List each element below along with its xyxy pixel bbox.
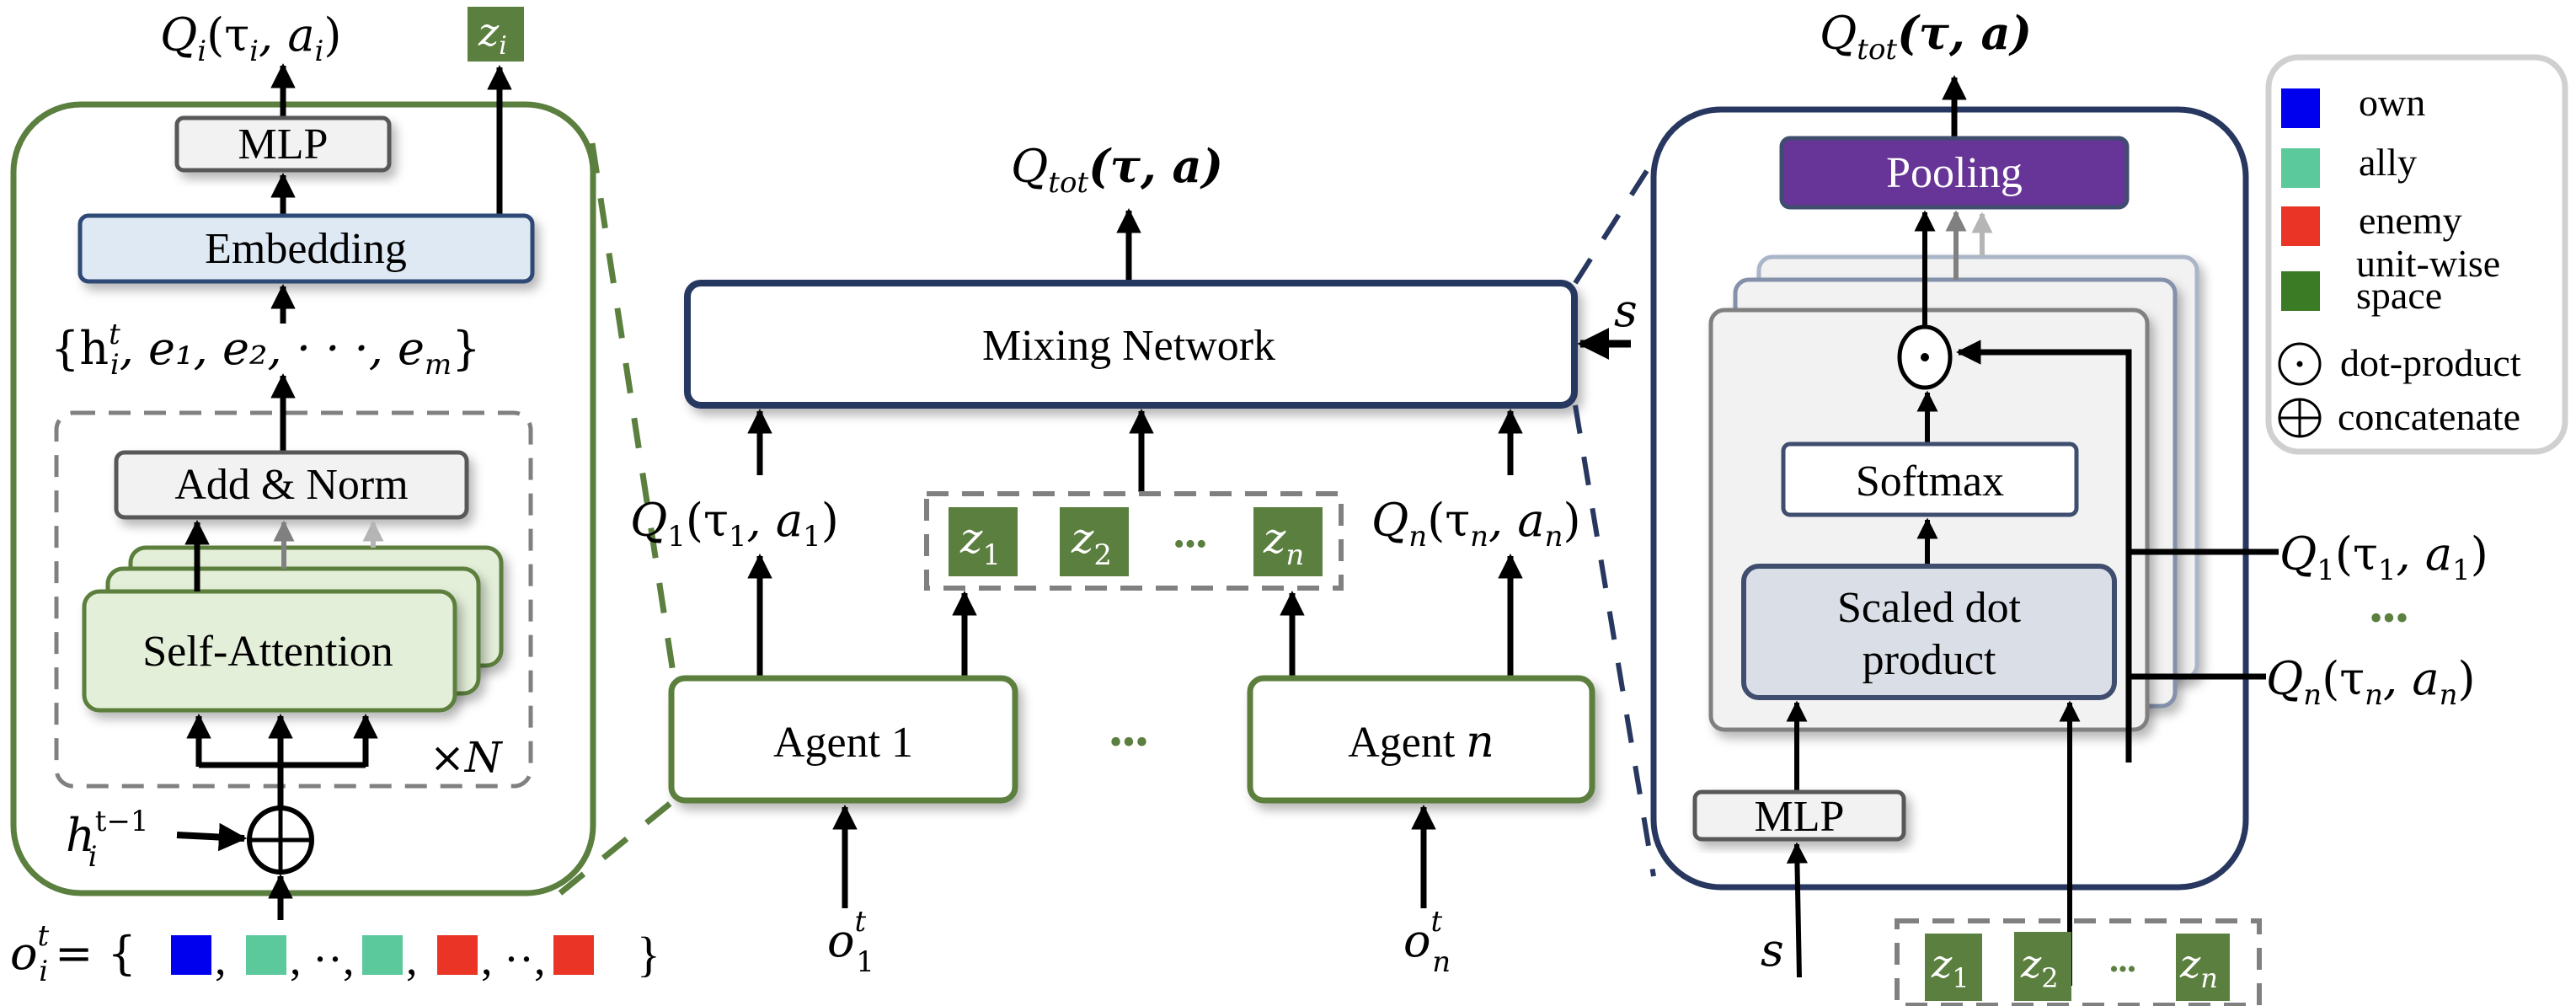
concatenate-icon [247, 805, 314, 875]
observation-token-ally [362, 935, 403, 975]
legend-label-own: own [2359, 81, 2425, 124]
svg-text:z2: z2 [2020, 941, 2059, 994]
mixer-z-ellipsis: ••• [2109, 955, 2136, 983]
arrow-hidden-to-concat [176, 822, 248, 852]
arrow-state-to-mlp [1786, 842, 1809, 978]
softmax-block [1781, 441, 2079, 517]
observation-separator: , ··, [481, 934, 545, 984]
svg-text:zi: zi [478, 9, 507, 61]
mixing-panel: Qtot(τ, a) Mixing Network s Q1(τ1, a1) Q… [630, 139, 1638, 979]
legend-frame [2265, 54, 2568, 455]
mixer-state-label: s [1761, 923, 1784, 977]
legend-dot-product: dot-product [2278, 341, 2521, 386]
mixing-network-label: Mixing Network [982, 322, 1275, 370]
legend-concatenate: concatenate [2278, 395, 2520, 438]
observation-token-enemy [553, 935, 594, 975]
scaled-dot-product-block [1741, 564, 2117, 700]
agent-1-label: Agent 1 [773, 719, 913, 767]
mixer-qn-label: Qn(τn, an) [2266, 652, 2476, 712]
legend-swatch-own [2281, 88, 2320, 128]
arrow-q-to-dot [1956, 340, 2132, 588]
mixer-mlp-label: MLP [1755, 793, 1845, 841]
agents-ellipsis: ••• [1109, 721, 1148, 763]
pooling-label: Pooling [1886, 149, 2023, 197]
legend-label-enemy: enemy [2359, 199, 2462, 242]
transformer-layer-group [54, 410, 533, 789]
mixer-unit-wise-space-group-vis [1895, 918, 2262, 1006]
agent-q-output-label: Qi(τi, ai) [160, 8, 341, 68]
observation-separator: , [215, 934, 227, 984]
embedding-label: Embedding [205, 225, 407, 273]
zoom-connector-bottom [558, 798, 676, 896]
mixer-mlp-block [1692, 789, 1906, 842]
z-chip-2: z2 [1060, 507, 1129, 576]
mixing-network-block [684, 280, 1578, 409]
mixer-detail-panel: Qtot(τ, a) Pooling Softmax Scaled dot pr… [1650, 6, 2488, 1006]
observation-token-ally [246, 935, 286, 975]
observation-token-own [171, 935, 211, 975]
self-attention-head-1 [82, 589, 457, 713]
q1-label: Q1(τ1, a1) [630, 494, 839, 554]
observation-token-enemy [437, 935, 478, 975]
softmax-label: Softmax [1856, 458, 2004, 506]
dot-product-legend-icon [2278, 342, 2322, 386]
observation-separator: , [406, 934, 418, 984]
legend-swatch-ally [2281, 148, 2320, 188]
scaled-dot-product-label-line2: product [1863, 636, 1996, 684]
legend-swatch-unit-wise-space [2281, 271, 2320, 311]
mixer-z-chip-2: z2 [2014, 932, 2071, 1001]
embedding-block [77, 213, 535, 284]
mixer-q1-label: Q1(τ1, a1) [2279, 527, 2488, 587]
dot-product-icon [1897, 324, 1953, 390]
agent-1-block [668, 675, 1018, 804]
agent-mlp-block [174, 115, 392, 173]
legend-label-ally: ally [2359, 141, 2417, 184]
legend-dot-product-label: dot-product [2340, 341, 2521, 384]
mixer-q-tot-label: Qtot(τ, a) [1820, 6, 2032, 67]
svg-text:z1: z1 [1931, 941, 1969, 994]
svg-text:z2: z2 [1071, 514, 1112, 572]
z-chip-1: z1 [949, 507, 1018, 576]
pooling-block [1779, 136, 2130, 210]
legend-concatenate-label: concatenate [2338, 395, 2520, 438]
repeat-n-label: ×N [430, 733, 504, 782]
add-norm-label: Add & Norm [174, 461, 408, 509]
legend-swatch-enemy [2281, 206, 2320, 246]
mixer-z-chip-n: zn [2176, 934, 2230, 1001]
agent-z-output-chip: zi [468, 7, 524, 62]
agent-mlp-label: MLP [238, 120, 329, 169]
observation-close-brace: } [637, 927, 660, 982]
unit-wise-space-group [924, 491, 1344, 591]
mixing-state-label: s [1614, 284, 1638, 337]
svg-text:z1: z1 [959, 514, 1001, 572]
zoom-connector-right-bottom [1573, 404, 1656, 877]
scaled-dot-product-label-line1: Scaled dot [1837, 584, 2022, 632]
observation-separator: , ··, [290, 934, 354, 984]
add-norm-block [114, 450, 469, 520]
agent-n-block [1247, 675, 1595, 804]
mixing-q-tot-label: Qtot(τ, a) [1011, 139, 1223, 200]
mixer-z-chip-1: z1 [1925, 934, 1982, 1001]
self-attention-label: Self-Attention [142, 628, 393, 676]
svg-text:zn: zn [2179, 941, 2218, 994]
agent-n-label: Agent n [1348, 717, 1494, 768]
mixer-q-ellipsis: ••• [2370, 597, 2408, 639]
qn-label: Qn(τn, an) [1371, 494, 1581, 554]
zoom-connector-right-top [1573, 158, 1656, 285]
svg-text:zn: zn [1263, 514, 1304, 572]
zoom-connector-top [589, 142, 677, 679]
z-ellipsis: ••• [1173, 527, 1207, 562]
z-chip-n: zn [1253, 507, 1323, 576]
